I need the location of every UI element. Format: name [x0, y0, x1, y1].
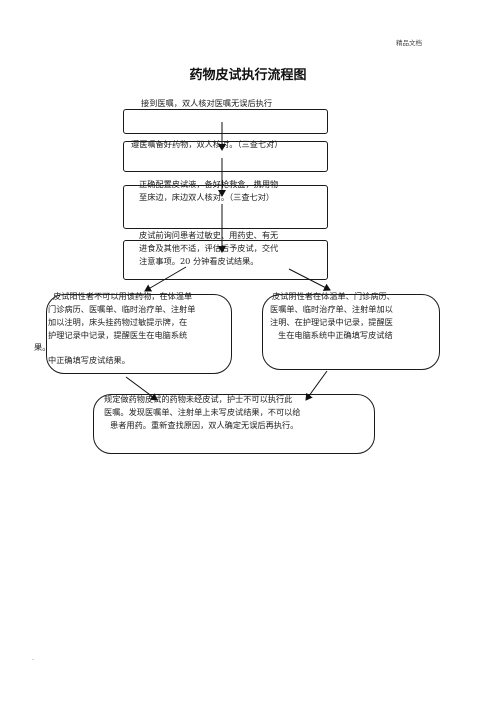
- positive-line5: 中正确填写皮试结果。: [48, 355, 130, 365]
- negative-line4: 生在电脑系统中正确填写皮试结: [278, 330, 393, 340]
- positive-line3: 加以注明，床头挂药物过敏提示牌，在: [48, 317, 188, 327]
- step3-line2: 至床边，床边双人核对。（三查七对）: [139, 192, 275, 202]
- positive-line4: 护理记录中记录，提醒医生在电脑系统: [48, 330, 188, 340]
- header-note: 精品文档: [396, 39, 422, 47]
- negative-overflow: 果。: [34, 342, 51, 352]
- negative-line2: 医嘱单、临时治疗单、注射单加以: [270, 304, 393, 314]
- positive-line1: 皮试阳性者不可以用该药物，在体温单: [53, 291, 193, 301]
- negative-box: [262, 294, 440, 370]
- page-title: 药物皮试执行流程图: [189, 68, 307, 83]
- arrow-negative-final: [305, 370, 328, 401]
- footer-mark: .: [32, 655, 34, 662]
- step1-box: [123, 109, 328, 134]
- final-line3: 患者用药。重新查找原因，双人确定无误后再执行。: [110, 420, 299, 430]
- step4-line2: 进食及其他不适，评估后予皮试，交代: [139, 243, 279, 253]
- step4-line3: 注意事项。20 分钟看皮试结果。: [139, 256, 259, 266]
- positive-line2: 门诊病历、医嘱单、临时治疗单、注射单: [48, 304, 196, 314]
- negative-line1: 皮试阴性者在体温单、门诊病历、: [272, 291, 395, 301]
- arrow-positive-final: [125, 376, 158, 401]
- arrow-step4-positive: [144, 266, 187, 292]
- final-line2: 医嘱。发现医嘱单、注射单上未写皮试结果，不可以给: [104, 407, 301, 417]
- positive-box: [46, 294, 232, 374]
- negative-line3: 注明、在护理记录中记录，提醒医: [270, 317, 393, 327]
- step3-box: [123, 185, 328, 229]
- step2-text: 遵医嘱备好药物，双人核对。（三查七对）: [131, 139, 283, 149]
- arrow-step4-negative: [288, 268, 331, 291]
- step3-line1: 正确配置皮试液，备好抢救盒，携用物: [139, 179, 279, 189]
- step1-text: 接到医嘱，双人核对医嘱无误后执行: [141, 98, 273, 108]
- step4-line1: 皮试前询问患者过敏史、用药史、有无: [139, 230, 279, 240]
- final-box: [93, 394, 375, 454]
- final-line1: 规定做药物皮试的药物未经皮试，护士不可以执行此: [104, 394, 293, 404]
- step4-box: [123, 240, 328, 280]
- step2-box: [123, 141, 328, 172]
